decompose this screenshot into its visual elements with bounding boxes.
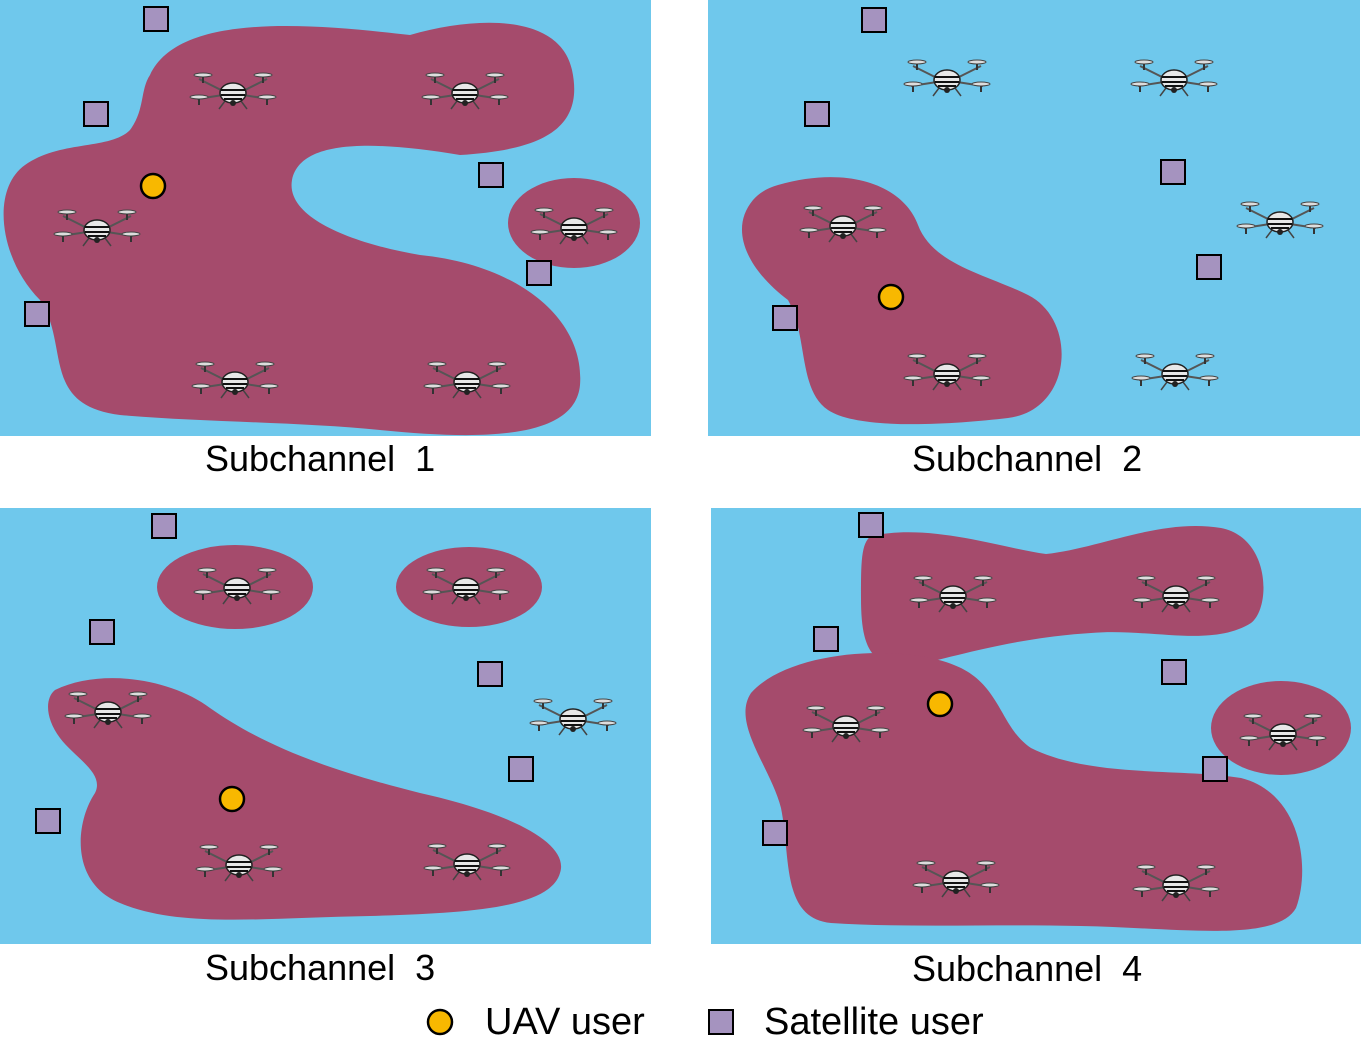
panel-subchannel-1 xyxy=(0,0,651,436)
satellite-user-marker xyxy=(151,513,177,539)
panel-caption: Subchannel 1 xyxy=(205,438,436,479)
satellite-user-marker xyxy=(804,101,830,127)
satellite-user-marker xyxy=(1196,254,1222,280)
satellite-user-marker xyxy=(1202,756,1228,782)
panel-subchannel-4 xyxy=(711,508,1361,944)
satellite-user-marker xyxy=(772,305,798,331)
uav-user-marker xyxy=(926,690,954,718)
panel-subchannel-3 xyxy=(0,508,651,944)
satellite-user-marker xyxy=(861,7,887,33)
coverage-region xyxy=(861,525,1264,667)
uav-user-marker xyxy=(218,785,246,813)
panel-caption: Subchannel 4 xyxy=(912,948,1143,989)
satellite-user-marker xyxy=(143,6,169,32)
legend-satellite-user-icon xyxy=(708,1009,734,1035)
legend-uav-user-icon xyxy=(426,1008,454,1036)
panel-caption: Subchannel 2 xyxy=(912,438,1143,479)
uav-user-marker xyxy=(139,172,167,200)
satellite-user-marker xyxy=(1161,659,1187,685)
coverage-region xyxy=(3,22,581,436)
coverage-region xyxy=(745,653,1303,931)
satellite-user-marker xyxy=(526,260,552,286)
satellite-user-marker xyxy=(24,301,50,327)
satellite-user-marker xyxy=(1160,159,1186,185)
satellite-user-marker xyxy=(89,619,115,645)
satellite-user-marker xyxy=(35,808,61,834)
uav-user-marker xyxy=(877,283,905,311)
panel-caption: Subchannel 3 xyxy=(205,947,436,988)
satellite-user-marker xyxy=(478,162,504,188)
satellite-user-marker xyxy=(858,512,884,538)
panel-subchannel-2 xyxy=(708,0,1360,436)
coverage-region xyxy=(48,678,562,920)
satellite-user-marker xyxy=(477,661,503,687)
satellite-user-marker xyxy=(83,101,109,127)
satellite-user-marker xyxy=(813,626,839,652)
legend-satellite-user-label: Satellite user xyxy=(764,1001,984,1043)
legend-uav-user-label: UAV user xyxy=(485,1001,645,1043)
satellite-user-marker xyxy=(508,756,534,782)
satellite-user-marker xyxy=(762,820,788,846)
